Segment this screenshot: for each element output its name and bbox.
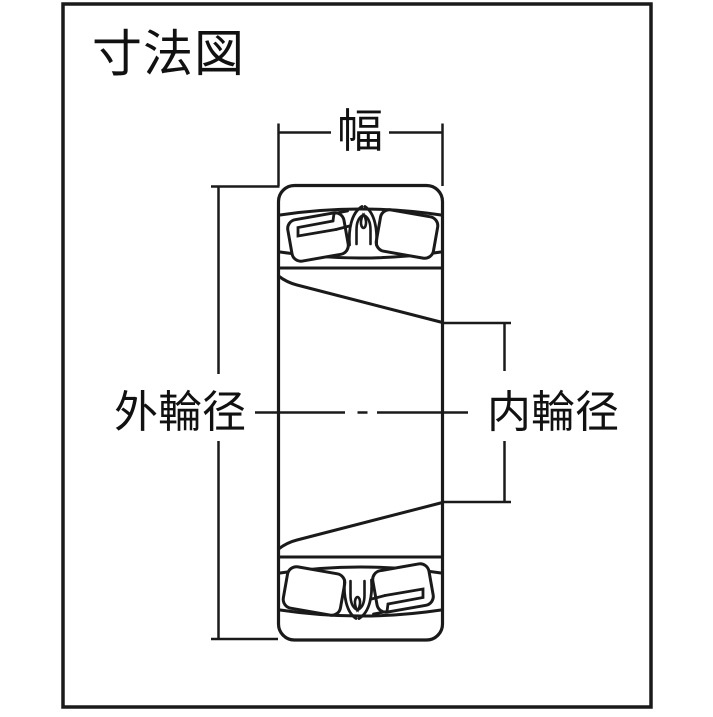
cage-glyph-right-curve	[363, 205, 379, 247]
diagram-title: 寸法図	[92, 25, 245, 83]
cage-glyph-hooks	[355, 212, 372, 246]
cage-bar-step-upper	[331, 209, 349, 223]
cage-bar-step-lower	[334, 224, 351, 231]
top-roller-assembly	[278, 205, 443, 270]
width-label: 幅	[337, 104, 383, 158]
cage-bar	[296, 219, 338, 238]
inner-diameter-label: 内輪径	[487, 387, 619, 438]
bore-taper-upper-line	[277, 274, 444, 324]
roller-left	[286, 211, 350, 263]
outer-diameter-dimension	[211, 185, 280, 641]
inner-diameter-dimension	[442, 321, 511, 504]
width-dimension	[277, 123, 444, 186]
roller-right	[374, 208, 440, 260]
cage-glyph-left-curve	[347, 205, 364, 247]
outer-diameter-label: 外輪径	[114, 387, 246, 438]
bore-taper-lower-line	[277, 501, 444, 551]
